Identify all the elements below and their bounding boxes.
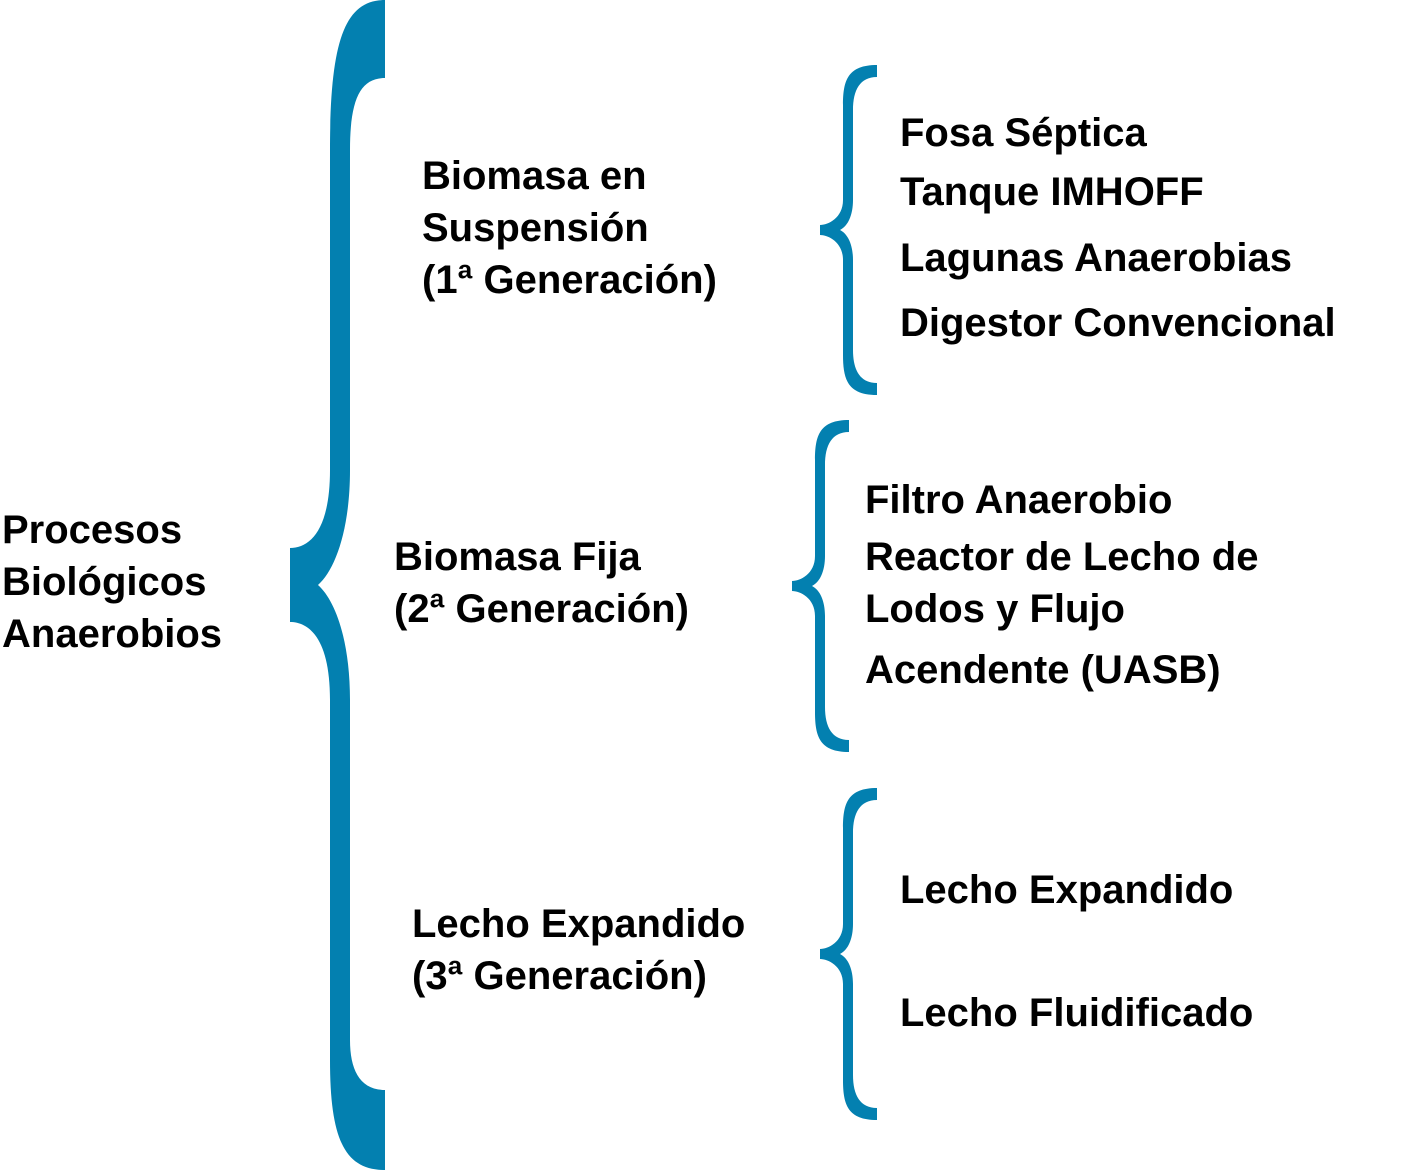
item: Acendente (UASB) — [865, 648, 1221, 692]
brace-group-2 — [792, 420, 849, 752]
group-line: Suspensión — [422, 206, 649, 250]
group-line: (3ª Generación) — [412, 954, 707, 998]
brace-group-1 — [820, 65, 877, 395]
brace-group-3 — [820, 788, 877, 1120]
item: Lecho Fluidificado — [900, 991, 1254, 1035]
item: Tanque IMHOFF — [900, 170, 1204, 214]
group-line: Lecho Expandido — [412, 902, 746, 946]
root-line: Anaerobios — [2, 612, 223, 656]
root-line: Biológicos — [2, 560, 207, 604]
item: Reactor de Lecho de — [865, 535, 1259, 579]
item: Fosa Séptica — [900, 111, 1147, 155]
root-label: Procesos Biológicos Anaerobios — [2, 504, 222, 660]
group-line: Biomasa Fija — [394, 535, 641, 579]
root-line: Procesos — [2, 508, 183, 552]
item: Filtro Anaerobio — [865, 478, 1173, 522]
item: Lagunas Anaerobias — [900, 236, 1292, 280]
item: Lodos y Flujo — [865, 587, 1125, 631]
group-line: Biomasa en — [422, 154, 647, 198]
group-1-label: Biomasa en Suspensión (1ª Generación) — [422, 150, 717, 306]
main-brace — [290, 0, 385, 1170]
group-line: (2ª Generación) — [394, 587, 689, 631]
group-line: (1ª Generación) — [422, 258, 717, 302]
group-3-label: Lecho Expandido (3ª Generación) — [412, 898, 745, 1002]
item: Lecho Expandido — [900, 868, 1234, 912]
item: Digestor Convencional — [900, 301, 1336, 345]
group-2-label: Biomasa Fija (2ª Generación) — [394, 531, 689, 635]
